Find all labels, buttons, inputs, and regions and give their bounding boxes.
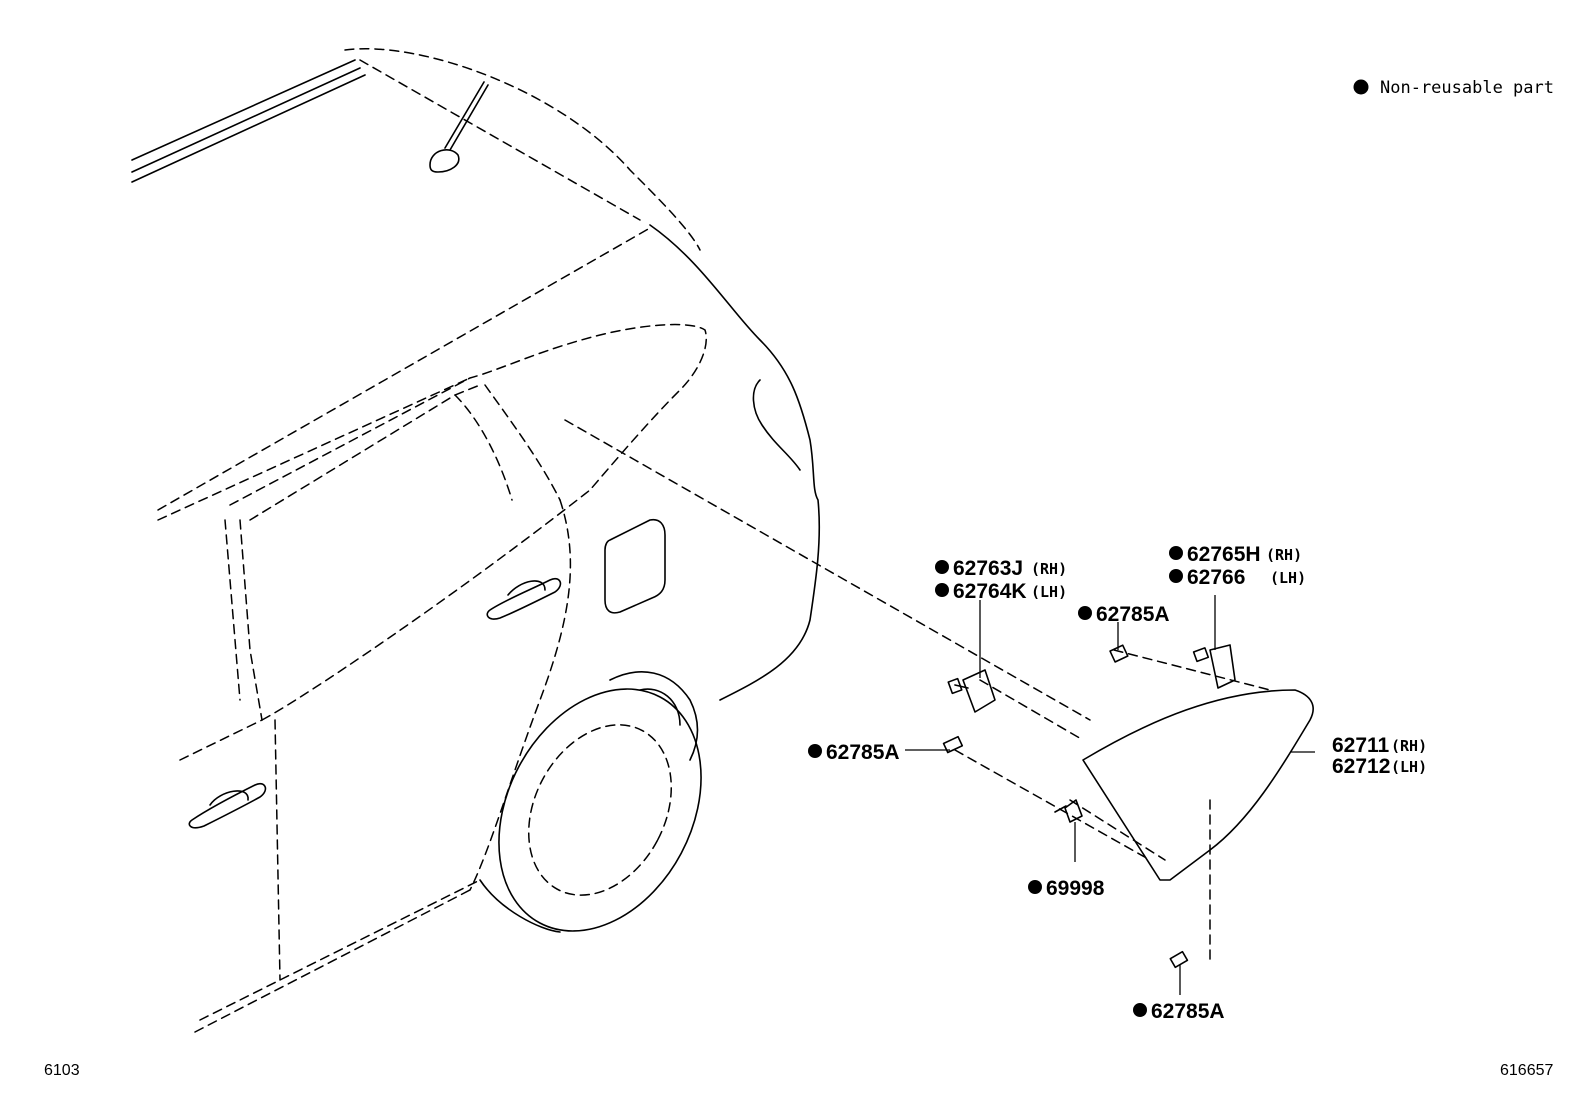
part-labels: 62763J (RH) 62764K (LH) 62765H (RH) 6276… (808, 543, 1427, 1023)
part-number-62785A: 62785A (826, 741, 900, 764)
legend-text: Non-reusable part (1380, 78, 1554, 98)
part-side-rh: (RH) (1391, 737, 1427, 755)
part-side-lh: (LH) (1031, 583, 1067, 601)
part-side-lh: (LH) (1270, 569, 1306, 587)
non-reusable-bullet-icon (1169, 569, 1183, 583)
part-number-69998: 69998 (1046, 877, 1105, 900)
non-reusable-bullet-icon (935, 560, 949, 574)
non-reusable-bullet-icon (1133, 1003, 1147, 1017)
legend: Non-reusable part (1353, 78, 1554, 98)
part-side-lh: (LH) (1391, 758, 1427, 776)
part-side-rh: (RH) (1031, 560, 1067, 578)
non-reusable-bullet-icon (1078, 606, 1092, 620)
part-number-62763J: 62763J (953, 557, 1023, 580)
part-side-rh: (RH) (1266, 546, 1302, 564)
non-reusable-bullet-icon (935, 583, 949, 597)
part-number-62712: 62712 (1332, 755, 1390, 778)
non-reusable-bullet-icon (808, 744, 822, 758)
part-number-62711: 62711 (1332, 734, 1390, 757)
leader-lines (905, 595, 1315, 995)
non-reusable-bullet-icon (1169, 546, 1183, 560)
vehicle-outline (131, 48, 1091, 1033)
non-reusable-bullet-icon (1028, 880, 1042, 894)
figure-code-left: 6103 (44, 1062, 80, 1079)
part-number-62785A: 62785A (1151, 1000, 1225, 1023)
part-number-62766: 62766 (1187, 566, 1245, 589)
non-reusable-bullet-icon (1353, 79, 1369, 95)
illustration-code-right: 616657 (1500, 1062, 1553, 1079)
part-number-62765H: 62765H (1187, 543, 1261, 566)
part-number-62764K: 62764K (953, 580, 1027, 603)
part-number-62785A: 62785A (1096, 603, 1170, 626)
mudguard-part (954, 649, 1314, 961)
fasteners (942, 644, 1236, 969)
